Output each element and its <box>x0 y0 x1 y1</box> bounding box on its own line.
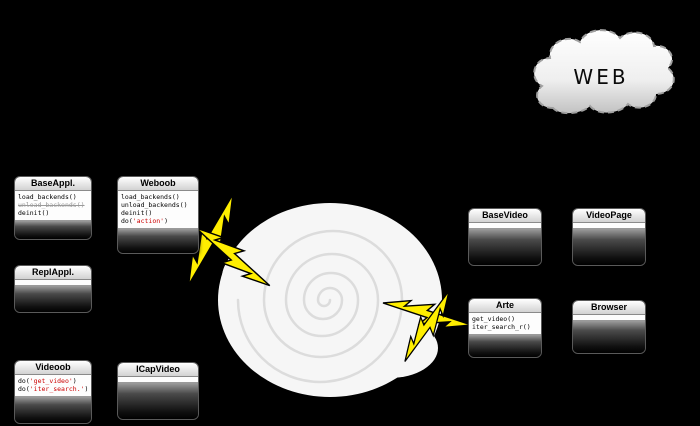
method-text: load_backends() <box>121 193 180 201</box>
spiral-icon <box>236 229 404 384</box>
class-footer <box>469 335 541 357</box>
class-title: ICapVideo <box>118 363 198 377</box>
class-title: Arte <box>469 299 541 313</box>
web-cloud: WEB <box>533 29 675 114</box>
class-title: BaseVideo <box>469 209 541 223</box>
class-title: VideoPage <box>573 209 645 223</box>
class-footer <box>15 397 91 423</box>
method-line: load_backends() <box>18 193 88 201</box>
class-footer <box>15 286 91 312</box>
class-box-browser: Browser <box>572 300 646 354</box>
method-line: unload_backends() <box>18 201 88 209</box>
class-methods: do('get_video') do('iter_search.') <box>15 375 91 397</box>
method-text: do( <box>18 377 30 385</box>
method-string: 'get_video' <box>29 377 73 385</box>
class-title: ReplAppl. <box>15 266 91 280</box>
method-string: 'action' <box>132 217 165 225</box>
method-line: deinit() <box>18 209 88 217</box>
class-methods: get_video() iter_search_r() <box>469 313 541 335</box>
method-string: 'iter_search.' <box>29 385 85 393</box>
class-box-baseappl: BaseAppl. load_backends() unload_backend… <box>14 176 92 240</box>
class-box-videopage: VideoPage <box>572 208 646 266</box>
class-box-icapvideo: ICapVideo <box>117 362 199 420</box>
method-text: iter_search_r() <box>472 323 531 331</box>
method-text: ) <box>72 377 77 385</box>
method-text: do( <box>121 217 133 225</box>
method-line: iter_search_r() <box>472 323 538 331</box>
class-footer <box>573 229 645 265</box>
class-methods: load_backends() unload_backends() deinit… <box>118 191 198 229</box>
class-footer <box>118 383 198 419</box>
method-line: do('iter_search.') <box>18 385 88 393</box>
class-title: Videoob <box>15 361 91 375</box>
method-text: ) <box>164 217 168 225</box>
class-footer <box>15 221 91 239</box>
method-text: unload_backends() <box>121 201 188 209</box>
class-methods <box>15 280 91 286</box>
method-line: do('action') <box>121 217 195 225</box>
class-title: Weboob <box>118 177 198 191</box>
class-methods: load_backends() unload_backends() deinit… <box>15 191 91 221</box>
class-box-replappl: ReplAppl. <box>14 265 92 313</box>
class-methods <box>573 223 645 229</box>
method-text: do( <box>18 385 30 393</box>
class-footer <box>118 229 198 253</box>
class-footer <box>573 321 645 353</box>
class-box-basevideo: BaseVideo <box>468 208 542 266</box>
cloud-icon <box>533 29 675 114</box>
web-label: WEB <box>573 65 628 89</box>
class-footer <box>469 229 541 265</box>
method-line: do('get_video') <box>18 377 88 385</box>
method-line: unload_backends() <box>121 201 195 209</box>
method-text: unload_backends() <box>18 201 85 209</box>
method-line: deinit() <box>121 209 195 217</box>
class-box-weboob: Weboob load_backends() unload_backends()… <box>117 176 199 254</box>
class-box-videoob: Videoob do('get_video') do('iter_search.… <box>14 360 92 424</box>
class-methods <box>118 377 198 383</box>
method-text: load_backends() <box>18 193 77 201</box>
method-text: deinit() <box>18 209 50 217</box>
class-title: BaseAppl. <box>15 177 91 191</box>
class-methods <box>469 223 541 229</box>
class-box-arte: Arte get_video() iter_search_r() <box>468 298 542 358</box>
method-line: get_video() <box>472 315 538 323</box>
method-line: load_backends() <box>121 193 195 201</box>
class-methods <box>573 315 645 321</box>
method-text: deinit() <box>121 209 153 217</box>
method-text: ) <box>84 385 89 393</box>
class-title: Browser <box>573 301 645 315</box>
method-text: get_video() <box>472 315 516 323</box>
